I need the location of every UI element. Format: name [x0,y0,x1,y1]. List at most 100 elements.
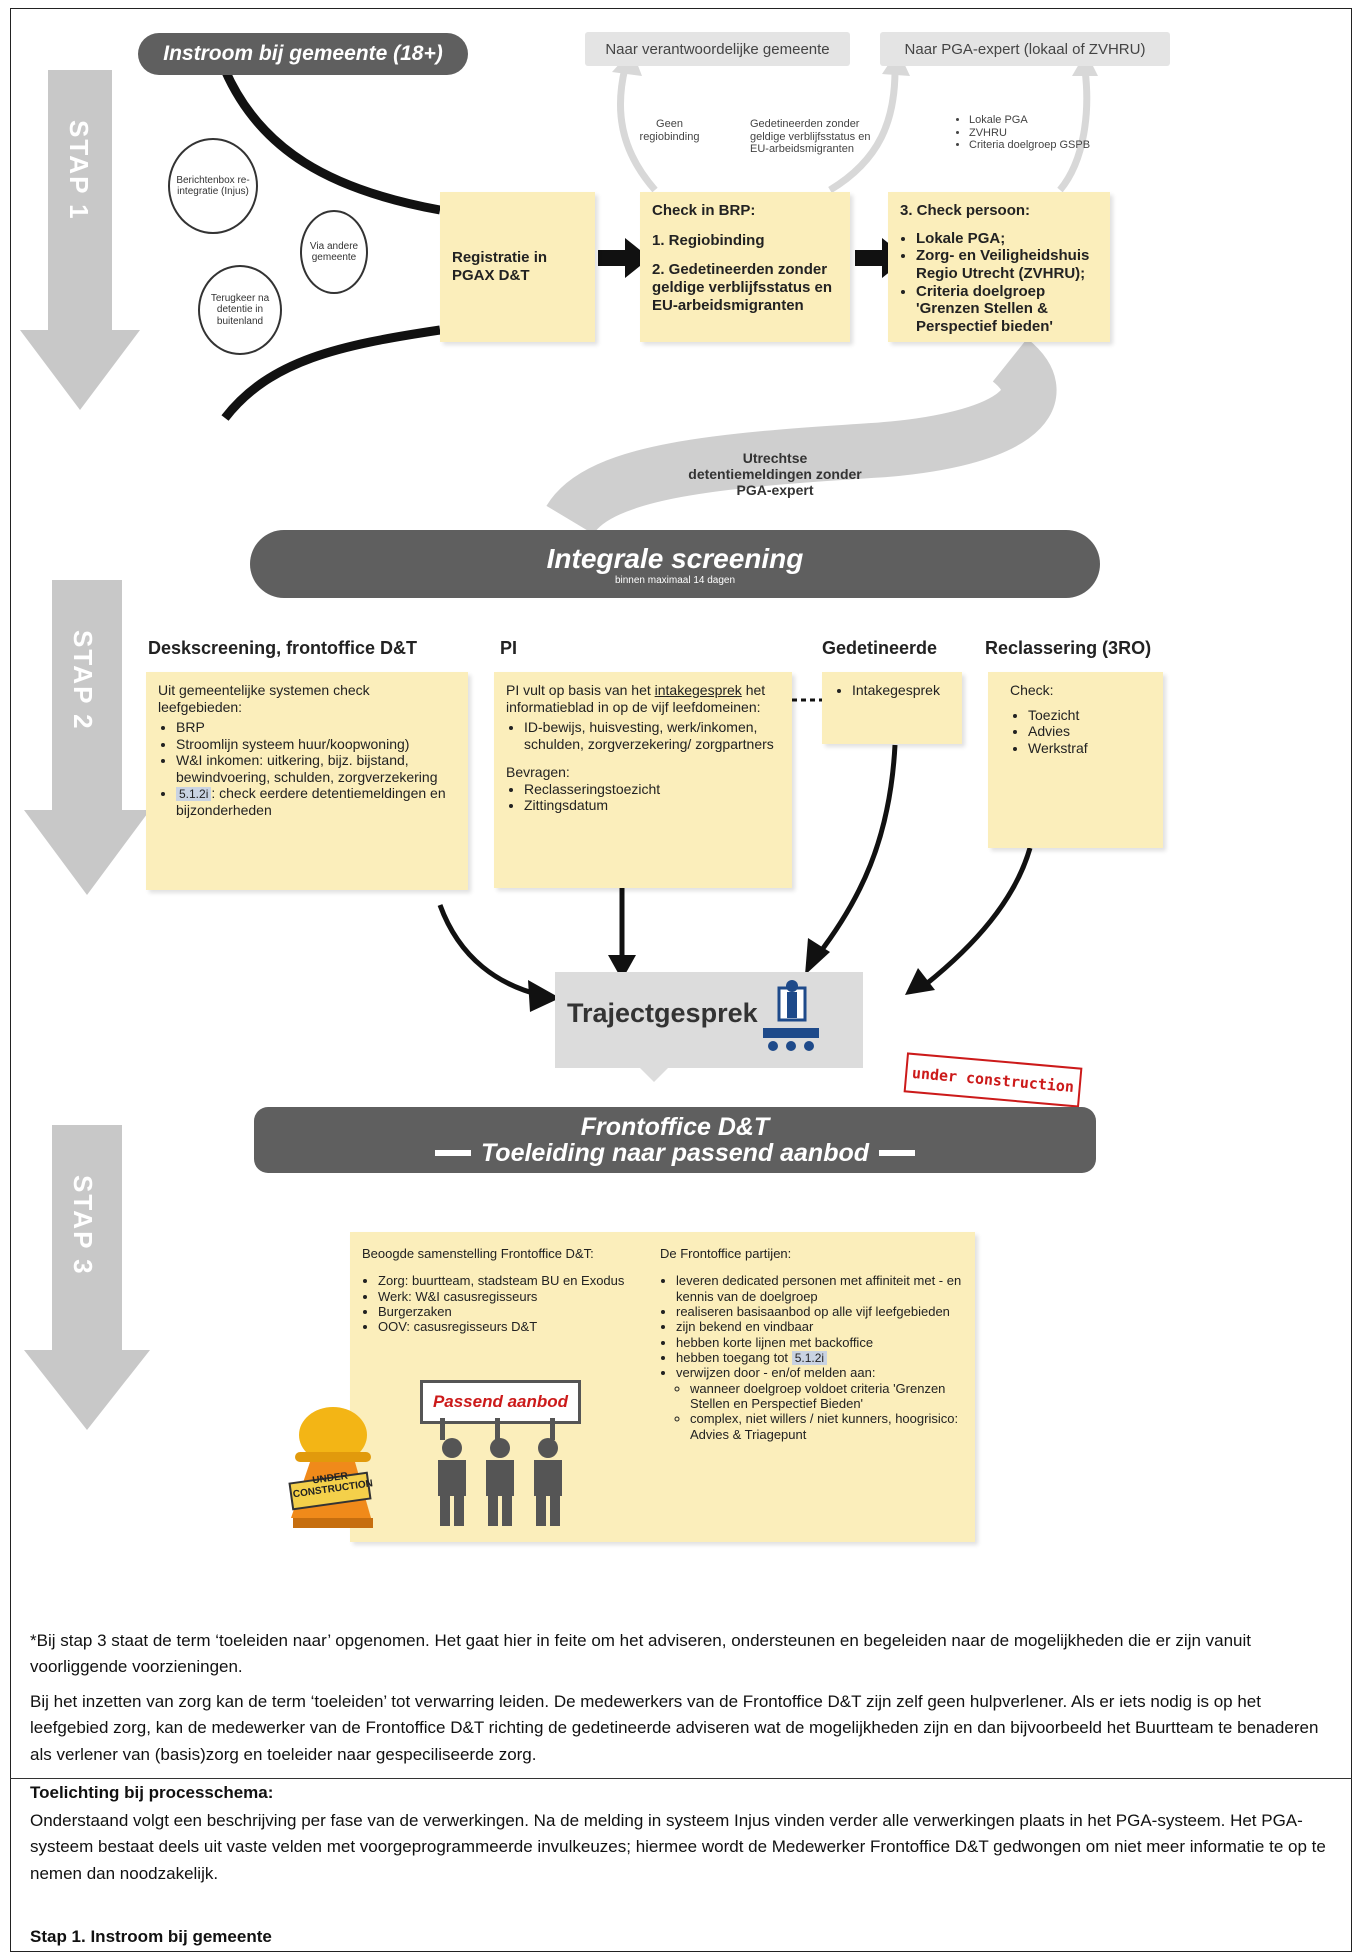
stap1-heading: Stap 1. Instroom bij gemeente [30,1927,272,1946]
tag-512i: 5.1.2i [791,1350,828,1365]
tag-pga-expert: Naar PGA-expert (lokaal of ZVHRU) [880,32,1170,66]
stap3-label: STAP 3 [68,1175,98,1276]
divider-line [10,1778,1352,1779]
utrechtse-note: Utrechtse detentiemeldingen zonder PGA-e… [688,450,862,498]
stap2-header-title: Integrale screening [546,542,804,574]
list-item: Werkstraf [1028,740,1151,757]
note-list: Lokale PGA ZVHRU Criteria doelgroep GSPB [955,114,1139,152]
list-item: Intakegesprek [852,682,950,699]
list-item: realiseren basisaanbod op alle vijf leef… [676,1304,965,1319]
box-reclassering: Check: Toezicht Advies Werkstraf [988,672,1163,848]
arrow-1-2 [598,238,650,278]
box-pi: PI vult op basis van het intakegesprek h… [494,672,792,888]
frontoffice-left-title: Beoogde samenstelling Frontoffice D&T: [362,1246,594,1261]
col-gedetineerde-title: Gedetineerde [822,638,938,658]
box-pi-intro: PI vult op basis van het intakegesprek h… [506,682,780,715]
stap3-header: Frontoffice D&T Toeleiding naar passend … [254,1107,1096,1173]
stap2-header-sub: binnen maximaal 14 dagen [614,574,736,586]
list-item: zijn bekend en vindbaar [676,1319,965,1334]
col-reclassering-title: Reclassering (3RO) [985,638,1152,658]
swirl-arrow [546,338,1057,537]
box-check-persoon-list: Lokale PGA; Zorg- en Veiligheidshuis Reg… [900,230,1098,336]
box-check-persoon-item: Criteria doelgroep 'Grenzen Stellen & Pe… [916,283,1098,336]
circle-terugkeer: Terugkeer na detentie in buitenland [198,265,282,355]
toelichting-title: Toelichting bij processchema: [30,1783,274,1802]
stap1-header: Instroom bij gemeente (18+) [138,33,468,75]
toelichting-body: Onderstaand volgt een beschrijving per f… [30,1811,1326,1883]
page-frame [10,8,1352,1952]
list-item: Werk: W&I casusregisseurs [378,1289,662,1304]
list-item: leveren dedicated personen met affinitei… [676,1273,965,1304]
list-item: 5.1.2i: check eerdere detentiemeldingen … [176,785,456,818]
box-check-persoon-item: Lokale PGA; [916,230,1098,248]
return-arrow-left [617,67,658,193]
box-pi-list: ID-bewijs, huisvesting, werk/inkomen, sc… [506,719,780,752]
tag-512i: 5.1.2i [176,787,212,802]
box-gedetineerde: Intakegesprek [822,672,962,744]
box-check-brp-item: 2. Gedetineerden zonder geldige verblijf… [652,261,833,314]
box-reclassering-intro: Check: [1010,682,1054,698]
list-item-text: hebben toegang tot [676,1349,789,1365]
list-item: Toezicht [1028,707,1151,724]
list-item: BRP [176,719,456,736]
list-item: wanneer doelgroep voldoet criteria 'Gren… [690,1381,965,1412]
box-reclassering-list: Toezicht Advies Werkstraf [1010,707,1151,757]
list-item-text: verwijzen door - en/of melden aan: [676,1365,876,1381]
box-pi-bevragen-list: Reclasseringstoezicht Zittingsdatum [506,781,780,814]
stap3-header-line2-wrap: Toeleiding naar passend aanbod [434,1139,916,1167]
box-registratie: Registratie in PGAX D&T [440,192,595,342]
under-construction-icon [288,1407,373,1528]
passend-aanbod-sign: Passend aanbod [420,1380,581,1424]
list-item: Zittingsdatum [524,797,780,814]
list-item: Zorg: buurtteam, stadsteam BU en Exodus [378,1273,662,1288]
box-check-persoon-item: Zorg- en Veiligheidshuis Regio Utrecht (… [916,247,1098,282]
dash-right [879,1150,916,1157]
trajectgesprek-box: Trajectgesprek [555,972,863,1068]
note-list-item: Criteria doelgroep GSPB [969,139,1139,152]
list-item: verwijzen door - en/of melden aan: wanne… [676,1365,965,1442]
frontoffice-left-list: Zorg: buurtteam, stadsteam BU en Exodus … [362,1273,662,1334]
list-item: Stroomlijn systeem huur/koopwoning) [176,736,456,753]
arrow-ged-to-traject [816,744,898,957]
stap1-arrow [20,70,140,410]
box-deskscreening: Uit gemeentelijke systemen check leefgeb… [146,672,468,890]
note-geen-regiobinding: Geen regiobinding [639,118,700,143]
box-check-brp-title: Check in BRP: [652,202,756,219]
list-item: Reclasseringstoezicht [524,781,780,798]
frontoffice-left: Beoogde samenstelling Frontoffice D&T: Z… [362,1246,662,1335]
footnote-paragraph-1: *Bij stap 3 staat de term ‘toeleiden naa… [30,1631,1252,1677]
stap2-label: STAP 2 [68,630,98,731]
stap3-arrow [24,1125,150,1430]
return-arrow-right [1057,69,1091,193]
return-arrow-mid [828,69,899,194]
list-item: OOV: casusregisseurs D&T [378,1319,662,1334]
stap3-header-line1: Frontoffice D&T [580,1112,770,1141]
list-item-text: : check eerdere detentiemeldingen en bij… [176,785,446,818]
arrow-recl-to-traject [923,847,1033,987]
box-deskscreening-list: BRP Stroomlijn systeem huur/koopwoning) … [158,719,456,818]
frontoffice-right-title: De Frontoffice partijen: [660,1246,792,1261]
people-holding-sign-icon [438,1418,562,1526]
meeting-icon [763,980,819,1051]
box-gedetineerde-list: Intakegesprek [834,682,950,699]
list-item: Advies [1028,723,1151,740]
funnel-curve-top [220,68,441,215]
list-item: ID-bewijs, huisvesting, werk/inkomen, sc… [524,719,780,752]
box-check-persoon: 3. Check persoon: Lokale PGA; Zorg- en V… [888,192,1110,342]
box-deskscreening-intro: Uit gemeentelijke systemen check leefgeb… [158,682,370,715]
box-check-persoon-title: 3. Check persoon: [900,202,1031,219]
circle-berichtenbox: Berichtenbox re-integratie (Injus) [168,138,258,234]
box-pi-bevragen: Bevragen: [506,764,570,781]
traject-pointer [640,1068,668,1082]
list-item: hebben korte lijnen met backoffice [676,1335,965,1350]
box-pi-intro-pre: PI vult op basis van het [506,682,655,698]
diagram-graphics [20,50,1098,1430]
box-check-brp: Check in BRP: 1. Regiobinding 2. Gedetin… [640,192,850,342]
tag-verantwoordelijke-gemeente: Naar verantwoordelijke gemeente [585,32,850,66]
frontoffice-right: De Frontoffice partijen: leveren dedicat… [660,1246,965,1442]
box-check-brp-item: 1. Regiobinding [652,231,765,249]
note-list-item: Lokale PGA [969,114,1139,127]
stap3-header-line2: Toeleiding naar passend aanbod [480,1139,870,1167]
frontoffice-sub-list: wanneer doelgroep voldoet criteria 'Gren… [676,1381,965,1442]
footnote-paragraph-2: Bij het inzetten van zorg kan de term ‘t… [30,1692,1319,1764]
